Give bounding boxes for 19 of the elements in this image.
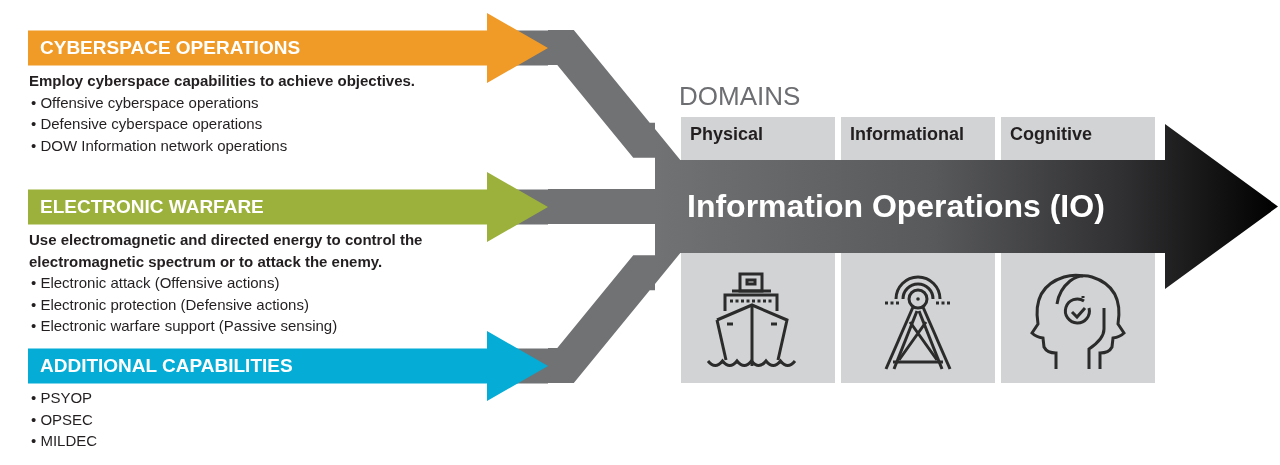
domain-tab: Informational (841, 117, 995, 160)
description-text: Employ cyberspace capabilities to achieve objectives. (29, 71, 416, 91)
picture-tile (1001, 253, 1155, 383)
bullet-item: • Electronic protection (Defensive actions) (30, 294, 310, 315)
connector-band (548, 189, 655, 224)
picture-tile (841, 253, 995, 383)
bullet-item: • Defensive cyberspace operations (30, 114, 264, 134)
bullet-item: • Electronic warfare support (Passive sensing) (30, 316, 339, 336)
bullet-item: • OPSEC (30, 409, 94, 430)
domain-tab: Cognitive (1001, 117, 1155, 160)
section-label: DOMAINS (679, 81, 801, 111)
domain-tab: Physical (681, 117, 835, 160)
bullet-item: • Electronic attack (Offensive actions) (30, 273, 281, 293)
bullet-item: • DOW Information network operations (30, 135, 289, 156)
bullet-item: • Offensive cyberspace operations (30, 92, 260, 113)
picture-tile (681, 253, 835, 383)
description-text: Use electromagnetic and directed energy to control the electromagnetic spectrum or to attack the enemy. (29, 230, 424, 272)
bullet-item: • MILDEC (30, 431, 99, 451)
bullet-item: • PSYOP (30, 388, 94, 408)
